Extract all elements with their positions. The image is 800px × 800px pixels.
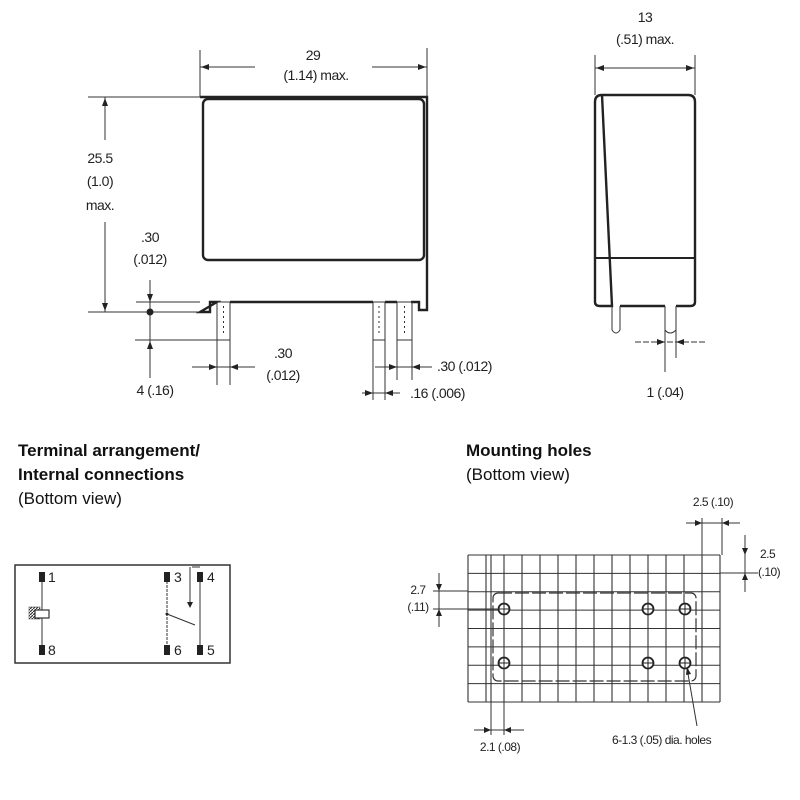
terminal-pins [39, 572, 203, 655]
height-dimension: 25.5 (1.0) max. [86, 96, 200, 313]
hole-crosshair [642, 603, 654, 615]
front-view: 29 (1.14) max. 25.5 (1.0) max. .30 (.012… [86, 47, 493, 401]
side-width-in-label: (.51) max. [616, 31, 674, 47]
pin-label-1: 1 [48, 569, 56, 585]
pin-thickness-label: .16 (.006) [410, 385, 465, 401]
height-mm-label: 25.5 [87, 150, 113, 166]
pin-label-3: 3 [174, 569, 182, 585]
width-dimension: 29 (1.14) max. [199, 47, 428, 97]
pin-label-6: 6 [174, 642, 182, 658]
pin-dimensions-right: .30 (.012) .16 (.006) [362, 340, 492, 401]
height-in-label: (1.0) [87, 173, 113, 189]
pin-width-in-label: (.012) [266, 367, 300, 383]
pin-width-mm-label: .30 [274, 345, 293, 361]
hole-crosshair [679, 603, 691, 615]
terminal-title-line1: Terminal arrangement/ [18, 441, 200, 460]
mounting-subtitle: (Bottom view) [466, 465, 570, 484]
hole-crosshair [679, 657, 691, 669]
pin-length-label: 4 (.16) [137, 382, 174, 398]
pin-width-dimension-left: .30 (.012) [192, 340, 300, 385]
terminal-box [14, 564, 231, 664]
dim-right-in-label: (.10) [758, 565, 781, 579]
relay-outline [492, 592, 697, 682]
width-mm-label: 29 [306, 47, 321, 63]
base-gap-mm-label: .30 [141, 229, 160, 245]
hole-crosshair [642, 657, 654, 669]
side-pin-label: 1 (.04) [647, 384, 684, 400]
mounting-title: Mounting holes [466, 441, 592, 460]
dim-left-mm-label: 2.7 [410, 583, 426, 597]
dim-left-in-label: (.11) [407, 600, 429, 614]
coil-symbol [34, 609, 50, 619]
pin-label-8: 8 [48, 642, 56, 658]
side-width-mm-label: 13 [638, 9, 653, 25]
dim-bottom-label: 2.1 (.08) [480, 740, 521, 754]
pin-label-5: 5 [207, 642, 215, 658]
relay-body-front [195, 95, 429, 314]
side-view: 13 (.51) max. 1 (.04) [593, 9, 705, 400]
holes-note-label: 6-1.3 (.05) dia. holes [612, 733, 712, 747]
pin-length-dimension: .30 (.012) 4 (.16) [133, 229, 230, 398]
height-max-label: max. [86, 197, 114, 213]
terminal-title-line2: Internal connections [18, 465, 184, 484]
relay-cover-front [201, 97, 426, 262]
pin-width-right-label: .30 (.012) [437, 358, 492, 374]
pins-front [216, 301, 413, 341]
pin-label-4: 4 [207, 569, 215, 585]
relay-body-side [593, 93, 697, 308]
dim-right-mm-label: 2.5 [760, 547, 776, 561]
terminal-subtitle: (Bottom view) [18, 489, 122, 508]
width-in-label: (1.14) max. [283, 67, 348, 83]
mounting-grid [467, 554, 721, 703]
terminal-arrangement-section: Terminal arrangement/ Internal connectio… [14, 441, 231, 664]
base-gap-in-label: (.012) [133, 251, 167, 267]
dim-top-label: 2.5 (.10) [693, 495, 734, 509]
mounting-holes-section: Mounting holes (Bottom view) 2.5 (.10) 2… [407, 441, 781, 754]
